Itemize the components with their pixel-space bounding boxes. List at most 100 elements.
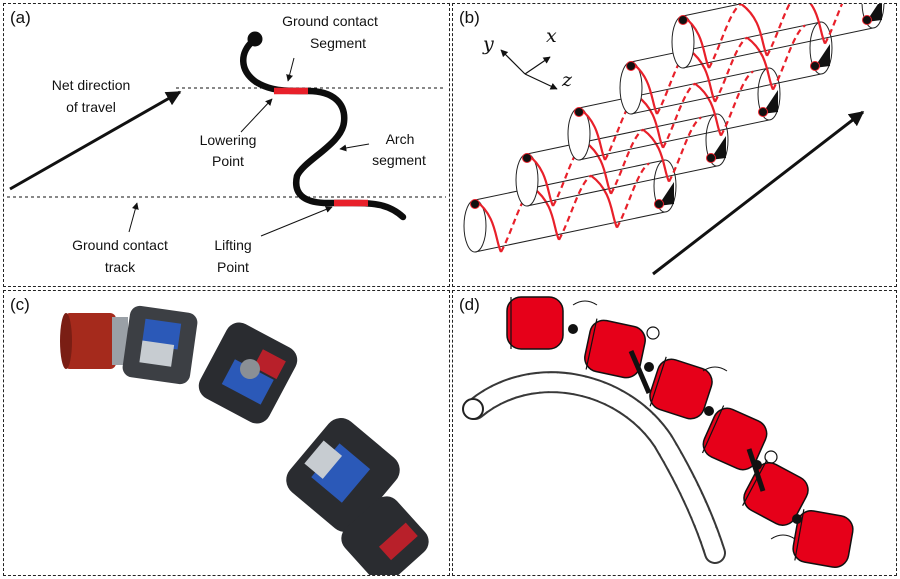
helix-back-arc (714, 36, 748, 103)
wireframe-snake-head (462, 398, 484, 420)
helix-contact-point (758, 107, 768, 117)
red-module-6 (792, 509, 854, 568)
helix-front-arc (584, 140, 613, 195)
arch-segment-arrow (339, 143, 370, 152)
rotation-arrow (770, 534, 796, 540)
robot-snake-photo (60, 305, 429, 575)
helix-contact-point (522, 153, 532, 163)
module-body (584, 319, 646, 379)
helix-back-arc (558, 174, 592, 241)
cylinder-4 (619, 21, 833, 115)
panel-a-label: (a) (10, 8, 31, 27)
joint-pivot (792, 514, 802, 524)
panel-c: (c) (3, 290, 450, 576)
helix-contact-point (706, 153, 716, 163)
module-seam (794, 509, 805, 561)
arch-segment-label-2: segment (372, 152, 426, 168)
helix-contact-point (862, 15, 872, 25)
cylinder-back-cap (757, 67, 781, 121)
helix-contact-point (654, 199, 664, 209)
helix-back-arc (610, 128, 644, 195)
snake-body (240, 37, 407, 221)
module-body (506, 296, 564, 350)
helix-front-arc (740, 4, 769, 57)
helix-back-arc (604, 94, 638, 161)
axis-z-label: z (561, 69, 573, 91)
cylinder-1 (463, 159, 677, 253)
panel-a: (a) Ground contact Segment Net direction (3, 3, 450, 287)
helix-cylinders-diagram: y x z (463, 4, 885, 276)
coordinate-axes: y x z (482, 25, 573, 91)
helix-back-arc (552, 140, 586, 207)
wireframe-snake-fill (466, 373, 724, 562)
helix-front-arc (532, 186, 561, 241)
lifting-point-arrow (260, 206, 333, 237)
cylinder-back-cap (653, 159, 677, 213)
helix-back-arc (616, 162, 650, 229)
helix-front-arc (636, 94, 665, 149)
robot-module-3 (286, 418, 400, 532)
cylinder-5 (671, 4, 885, 69)
helix-back-arc (772, 24, 806, 91)
helix-front-arc (474, 199, 503, 253)
cylinder-back-cap (705, 113, 729, 167)
helix-front-arc (526, 153, 555, 207)
helix-contact-point (470, 199, 480, 209)
lowering-point-label-2: Point (212, 153, 244, 169)
rotation-arrow (572, 300, 598, 306)
module-seam (585, 318, 598, 370)
cylinder-3 (567, 67, 781, 161)
lifting-point-label-2: Point (217, 259, 249, 275)
panel-b: (b) y x z (452, 3, 897, 287)
panel-d-label: (d) (459, 295, 480, 314)
net-direction-label-1: Net direction (52, 77, 131, 93)
cylinder-edge (682, 4, 874, 69)
red-modules (506, 296, 854, 568)
module-body (792, 510, 854, 568)
robot-end-cap (60, 313, 128, 369)
helix-back-arc (662, 82, 696, 149)
net-direction-label-2: of travel (66, 99, 116, 115)
lifting-point-label-1: Lifting (214, 237, 251, 253)
helix-front-arc (809, 4, 827, 45)
panel-d: (d) (452, 290, 897, 576)
gimbal-icon (764, 450, 778, 464)
panel-b-label: (b) (459, 8, 480, 27)
axis-y-label: y (482, 33, 494, 55)
joint-pivot (568, 324, 578, 334)
lowering-point-label-1: Lowering (200, 132, 257, 148)
panel-c-label: (c) (10, 295, 30, 314)
helix-back-arc (668, 116, 702, 183)
helix-front-arc (694, 82, 723, 137)
robot-module-2 (198, 322, 298, 424)
module-body (649, 358, 713, 420)
cylinder-edge (474, 159, 666, 253)
axis-x-label: x (546, 25, 557, 47)
helix-back-arc (708, 4, 742, 69)
gimbal-icon (646, 326, 660, 340)
cylinder-back-cap (861, 4, 885, 29)
ground-contact-segment-label-2: Segment (310, 35, 366, 51)
helix-front-arc (682, 15, 711, 69)
red-module-1 (506, 296, 564, 350)
red-module-3 (649, 356, 713, 420)
sidewinding-diagram: Ground contact Segment Net direction of … (7, 13, 446, 275)
ground-contact-track-arrow (128, 202, 139, 233)
module-seam (742, 459, 768, 506)
module-seam (649, 356, 667, 407)
robot-module-1 (122, 305, 198, 385)
helix-front-arc (688, 48, 717, 103)
motion-arrow (652, 110, 865, 276)
cylinder-2 (515, 113, 729, 207)
helix-back-arc (656, 48, 690, 115)
snake-head (247, 31, 263, 47)
helix-back-arc (720, 70, 754, 137)
module-chain-diagram (462, 296, 854, 568)
helix-back-arc (824, 4, 844, 45)
cylinder-edge (578, 67, 770, 161)
net-direction-arrow (9, 90, 182, 191)
ground-contact-track-label-1: Ground contact (72, 237, 168, 253)
helix-front-arc (642, 128, 671, 183)
helix-front-arc (630, 61, 659, 115)
helix-contact-point (574, 107, 584, 117)
